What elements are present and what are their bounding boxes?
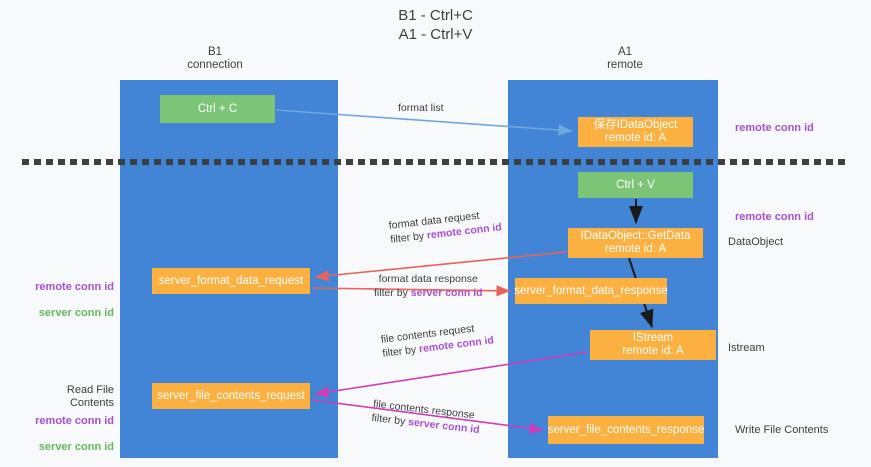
edge-label-format-list: format list [398,101,444,115]
annotation-left-conn-ids: remote conn id server conn id [22,268,114,333]
node-server-file-contents-response[interactable]: server_file_contents_response [548,416,704,444]
page-title: B1 - Ctrl+C A1 - Ctrl+V [398,7,473,43]
annotation-left-bottom-conn-ids: remote conn id server conn id [22,402,114,467]
annotation-remote-conn-id-top: remote conn id [735,122,814,134]
edge-format-data-request [314,251,567,282]
phase-divider [22,159,850,165]
edge-file-contents-response [311,399,544,434]
annotation-data-object: DataObject [728,236,784,248]
annotation-left-remote-conn-id: remote conn id [35,281,114,293]
edge-format-data-response [311,285,511,297]
node-idataobject-getdata[interactable]: IDataObject::GetData remote id: A [568,228,703,258]
annotation-read-file-contents: Read File Contents [66,384,114,409]
node-data-object[interactable]: 保存IDataObject remote id: A [578,117,693,147]
annotation-write-file-contents: Write File Contents [735,424,829,436]
annotation-left-bottom-remote-conn-id: remote conn id [35,415,114,427]
node-server-format-data-request[interactable]: server_format_data_request [152,268,310,294]
column-header-b1: B1 connection [187,46,243,71]
edge-label-format-data-response-filter: filter by server conn id [374,287,483,299]
edge-file-contents-request [314,351,589,398]
annotation-remote-conn-id-mid: remote conn id [735,211,814,223]
node-server-file-contents-request[interactable]: server_file_contents_request [152,383,310,409]
edge-format-list [275,109,573,136]
edge-label-format-data-response-main: format data response [378,273,478,285]
annotation-left-bottom-server-conn-id: server conn id [38,441,114,453]
column-header-a1: A1 remote [607,46,643,71]
annotation-istream: Istream [728,342,765,354]
node-ctrl-v[interactable]: Ctrl + V [578,172,693,198]
node-server-format-data-response[interactable]: server_format_data_response [514,278,668,304]
edge-label-format-list-text: format list [398,102,444,114]
node-istream[interactable]: IStream remote id: A [590,330,716,360]
node-ctrl-c[interactable]: Ctrl + C [160,95,275,123]
edge-label-format-data-response: format data response filter by server co… [374,272,483,300]
filter-key-server-conn-id: server conn id [410,287,483,299]
annotation-left-server-conn-id: server conn id [38,307,114,319]
